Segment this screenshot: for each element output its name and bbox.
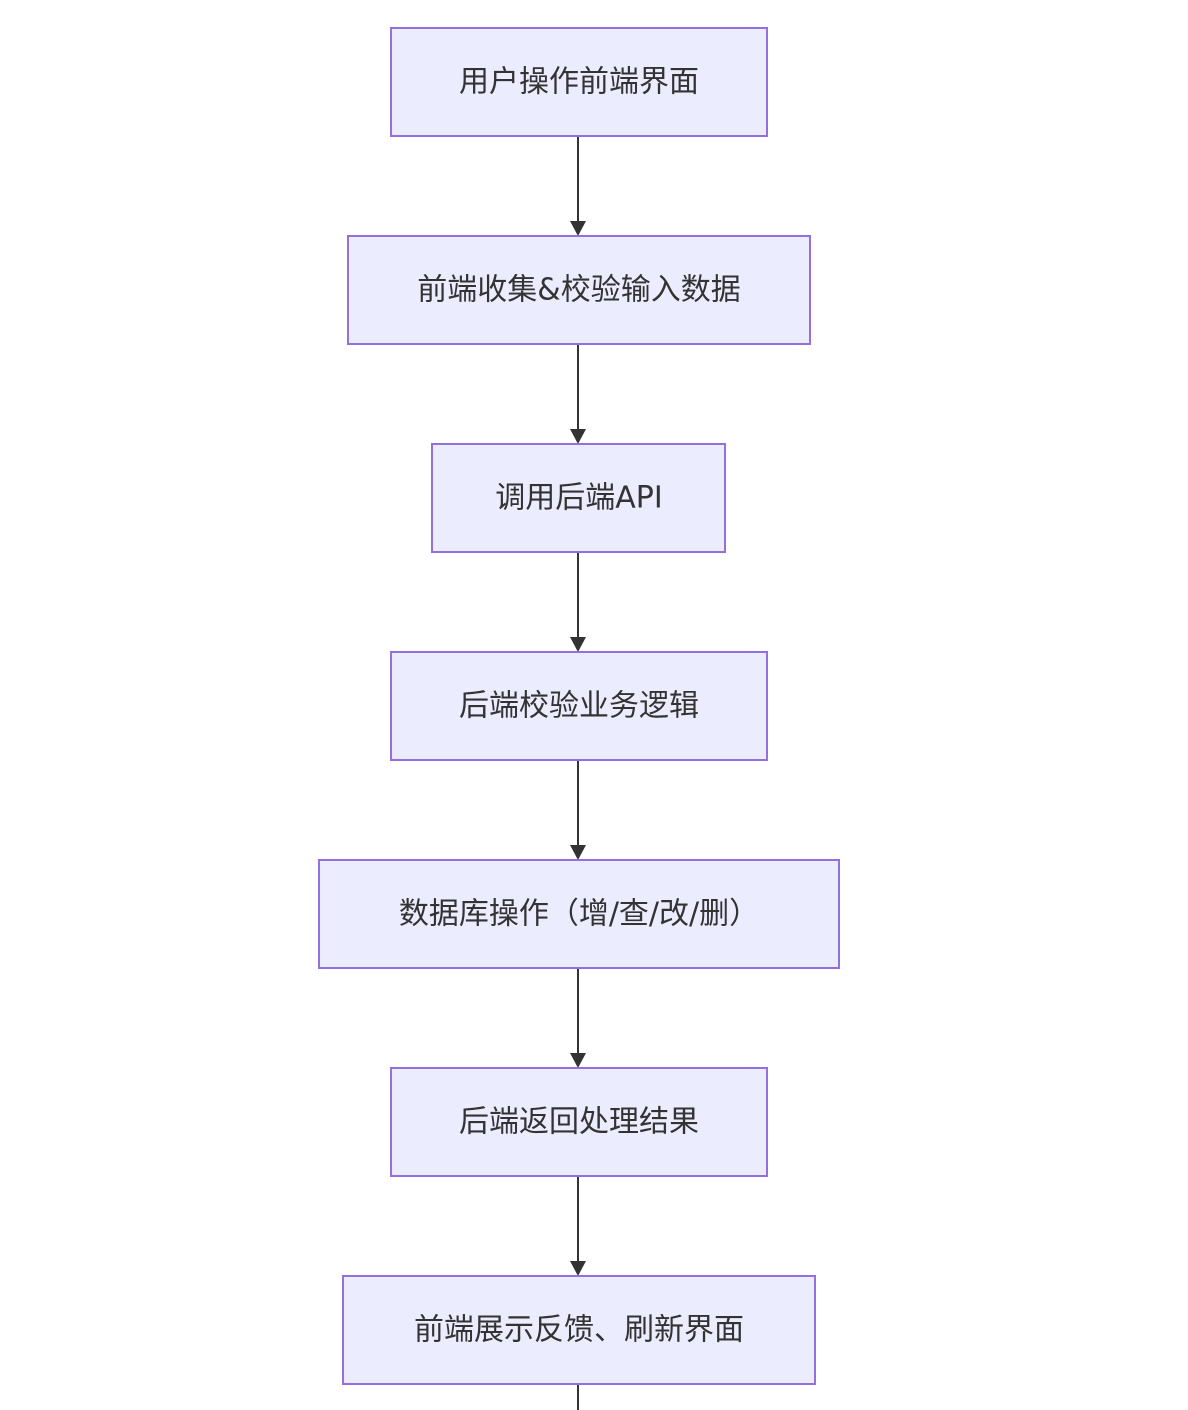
flowchart-nodes: 用户操作前端界面 前端收集&校验输入数据 调用后端API 后端校验业务逻辑 数据… — [318, 27, 840, 1385]
node-box — [390, 651, 768, 761]
edge-n6-n7 — [570, 1176, 586, 1276]
node-box — [431, 443, 726, 553]
flow-node-user-action[interactable]: 用户操作前端界面 — [390, 27, 768, 137]
node-box — [342, 1275, 816, 1385]
arrowhead-icon — [570, 1053, 586, 1068]
node-label: 用户操作前端界面 — [459, 65, 699, 100]
flow-node-frontend-refresh[interactable]: 前端展示反馈、刷新界面 — [342, 1275, 816, 1385]
edge-n1-n2 — [570, 136, 586, 236]
node-box — [390, 1067, 768, 1177]
node-label: 数据库操作（增/查/改/删） — [399, 897, 759, 932]
arrowhead-icon — [570, 429, 586, 444]
arrowhead-icon — [570, 845, 586, 860]
node-box — [318, 859, 840, 969]
edge-n4-n5 — [570, 760, 586, 860]
edge-n3-n4 — [570, 552, 586, 652]
node-label: 后端返回处理结果 — [459, 1105, 699, 1140]
flow-node-backend-return[interactable]: 后端返回处理结果 — [390, 1067, 768, 1177]
node-label: 调用后端API — [495, 481, 662, 516]
node-label: 后端校验业务逻辑 — [459, 689, 699, 724]
arrowhead-icon — [570, 1261, 586, 1276]
edge-n2-n3 — [570, 344, 586, 444]
node-label: 前端展示反馈、刷新界面 — [414, 1313, 744, 1348]
node-label: 前端收集&校验输入数据 — [417, 273, 740, 308]
arrowhead-icon — [570, 637, 586, 652]
flow-node-backend-logic[interactable]: 后端校验业务逻辑 — [390, 651, 768, 761]
flow-node-frontend-validate[interactable]: 前端收集&校验输入数据 — [347, 235, 811, 345]
flow-node-call-api[interactable]: 调用后端API — [431, 443, 726, 553]
node-box — [347, 235, 811, 345]
edge-n5-n6 — [570, 968, 586, 1068]
flowchart-edges — [570, 136, 586, 1410]
arrowhead-icon — [570, 221, 586, 236]
node-box — [390, 27, 768, 137]
flow-node-database-ops[interactable]: 数据库操作（增/查/改/删） — [318, 859, 840, 969]
